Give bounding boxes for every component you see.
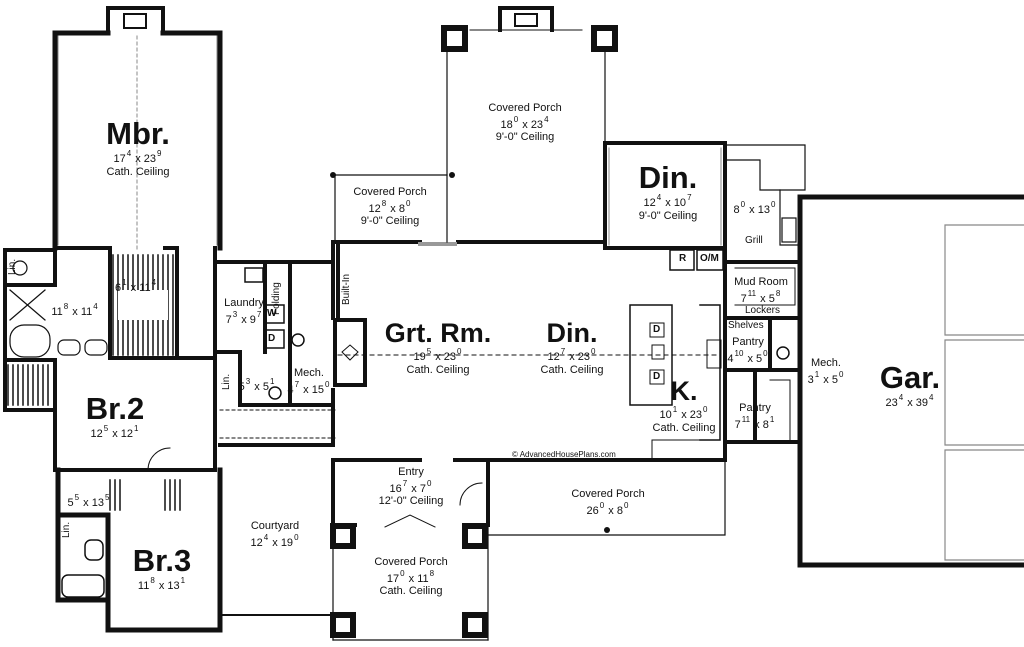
din-main-label: Din. 127 x 230 Cath. Ceiling (540, 318, 604, 376)
din-upper-label: Din. 124 x 107 9'-0" Ceiling (638, 160, 698, 222)
pantry1-label: Pantry 410 x 50 (727, 336, 768, 365)
mech-left-label: Mech. 47 x 150 (287, 367, 330, 396)
br2-walls (53, 246, 217, 472)
porch-left-label: Covered Porch 128 x 80 9'-0" Ceiling (353, 186, 427, 228)
dishwasher-tag-2: D (653, 371, 661, 382)
kitchen-label: K. 101 x 230 Cath. Ceiling (652, 376, 716, 434)
porch-right-label: Covered Porch 260 x 80 (571, 488, 645, 517)
closet-label: 61 x 114 (114, 278, 157, 294)
br3-walls (55, 467, 223, 633)
porch-top-bump (498, 6, 554, 32)
mudroom-label: Mud Room 711 x 58 (734, 276, 788, 305)
laundry-label: Laundry 73 x 97 (224, 297, 264, 326)
pantry2-label: Pantry 711 x 81 (734, 402, 775, 431)
dishwasher-tag-1: D (653, 324, 661, 335)
lockers-tag: Lockers (745, 305, 781, 316)
bath-master-label: 118 x 114 (51, 302, 98, 318)
shelves-tag: Shelves (728, 320, 764, 331)
watermark: © AdvancedHousePlans.com (512, 450, 616, 459)
master-bedroom-walls (52, 30, 223, 251)
laundry-walls (213, 240, 335, 447)
porch-front-label: Covered Porch 170 x 118 Cath. Ceiling (374, 556, 448, 598)
lin-tag-master: Lin. (7, 258, 18, 275)
bath-mid-label: 53 x 51 (238, 377, 275, 393)
br2-label: Br.2 125 x 121 (85, 391, 145, 440)
oven-micro-tag: O/M (700, 253, 719, 264)
lin-tag-br3: Lin. (61, 521, 72, 538)
mech-right-label: Mech. 31 x 50 (807, 357, 844, 386)
grill-tag: Grill (745, 235, 763, 246)
bath-br3-label: 55 x 135 (67, 493, 110, 509)
entry-label: Entry 167 x 70 12'-0" Ceiling (378, 466, 444, 508)
builtin-tag: Built-In (341, 273, 352, 305)
grt-label: Grt. Rm. 195 x 230 Cath. Ceiling (384, 318, 492, 376)
dryer-tag: D (268, 333, 276, 344)
column-posts (330, 25, 618, 638)
grill-label: 80 x 130 (733, 200, 776, 216)
garage-walls (797, 194, 1024, 568)
mbr-top-bump (106, 6, 165, 35)
lin-tag-hall: Lin. (221, 373, 232, 390)
upper-dining-walls (603, 141, 727, 250)
copyright-icon: © (512, 450, 518, 459)
washer-tag: W (267, 308, 277, 319)
courtyard-label: Courtyard 124 x 190 (250, 520, 300, 549)
br3-label: Br.3 118 x 131 (132, 543, 192, 592)
refrigerator-tag: R (679, 253, 687, 264)
garage-label: Gar. 234 x 394 (879, 360, 941, 409)
mbr-label: Mbr. 174 x 239 Cath. Ceiling (106, 116, 170, 178)
kitchen-island (629, 304, 673, 406)
porch-rear-label: Covered Porch 180 x 234 9'-0" Ceiling (488, 102, 562, 144)
master-bath-walls (3, 246, 179, 412)
